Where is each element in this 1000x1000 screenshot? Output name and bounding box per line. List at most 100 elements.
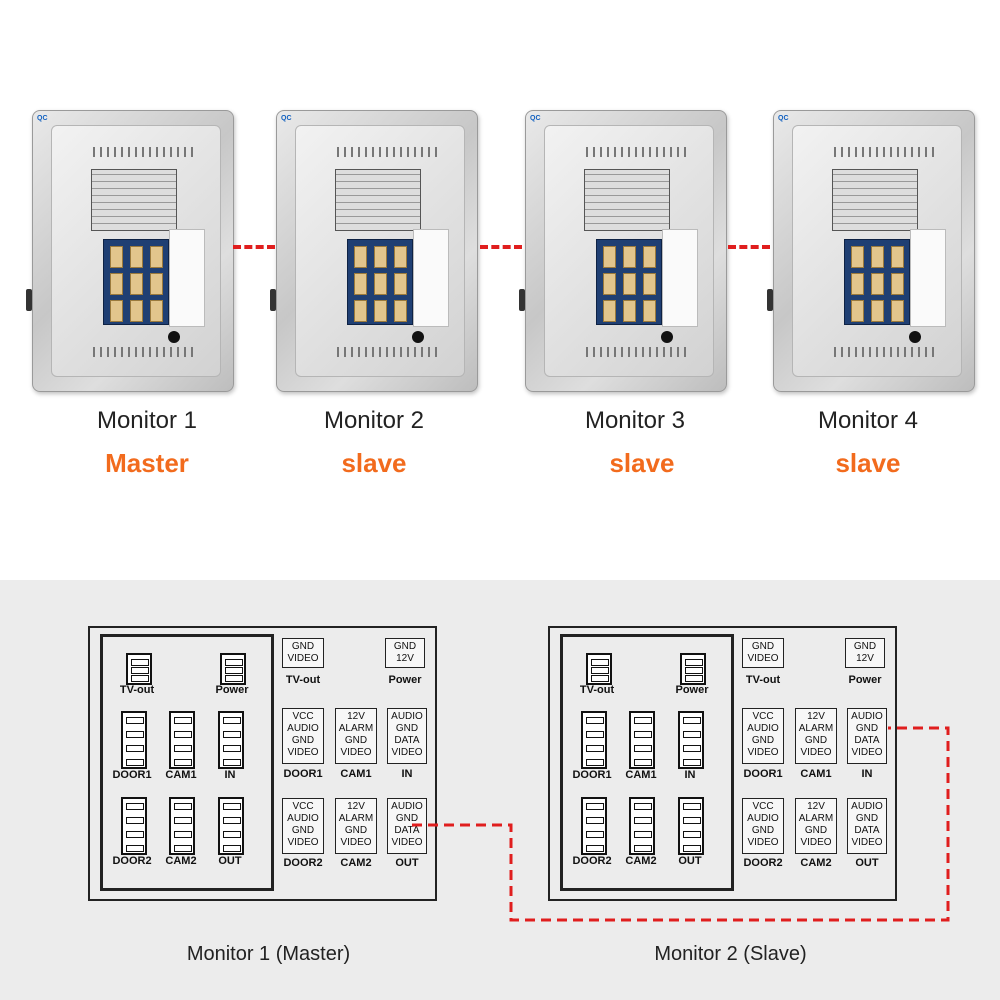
connector-pin: [130, 273, 143, 295]
label-door1-terminal: DOOR1: [283, 768, 323, 780]
label-in-terminal: IN: [861, 768, 873, 780]
monitor-3-image: QC: [519, 110, 727, 392]
terminal-line: GND: [344, 735, 368, 746]
label-power: Power: [675, 684, 709, 696]
connector-pin: [394, 273, 407, 295]
monitor-1-image: QC: [26, 110, 234, 392]
terminal-line: ALARM: [338, 723, 374, 734]
terminal-line: 12V: [856, 653, 874, 664]
connector-icon: [121, 797, 147, 855]
terminal-line: DATA: [854, 825, 880, 836]
terminal-line: GND: [393, 641, 417, 652]
connector-pin: [374, 273, 387, 295]
terminal-line: GND: [804, 735, 828, 746]
terminal-line: ALARM: [338, 813, 374, 824]
connector-pin: [871, 300, 884, 322]
connector-icon: [169, 797, 195, 855]
terminal-line: GND: [291, 825, 315, 836]
connector-pin: [891, 300, 904, 322]
connector-pin: [871, 273, 884, 295]
connector-icon: [629, 797, 655, 855]
connector-pin: [871, 246, 884, 268]
connector-icon: [586, 653, 612, 685]
connector-pin: [603, 273, 616, 295]
connector-pin: [891, 273, 904, 295]
connector-pin: [110, 246, 123, 268]
terminal-line: ALARM: [798, 723, 834, 734]
connector-pin: [623, 273, 636, 295]
monitor-3-name: Monitor 3: [584, 407, 686, 434]
label-cam2-terminal: CAM2: [340, 857, 372, 869]
connector-pin: [354, 246, 367, 268]
connector-pin: [623, 300, 636, 322]
label-cam2-terminal: CAM2: [800, 857, 832, 869]
terminal-sticker: [832, 169, 918, 231]
label-cam2: CAM2: [165, 855, 197, 867]
terminal-line: AUDIO: [851, 801, 883, 812]
monitor-4-name: Monitor 4: [817, 407, 919, 434]
terminal-line: AUDIO: [747, 813, 779, 824]
terminal-line: GND: [804, 825, 828, 836]
vent-bottom: [586, 347, 686, 357]
label-door2: DOOR2: [572, 855, 612, 867]
terminal-line: GND: [855, 813, 879, 824]
qc-logo-icon: QC: [37, 115, 48, 122]
connector-icon: [218, 797, 244, 855]
monitor-3-role: slave: [609, 448, 675, 478]
terminal-line: GND: [291, 735, 315, 746]
side-button: [26, 289, 32, 311]
connector-icon: [678, 711, 704, 769]
connector-pin: [110, 273, 123, 295]
connector-pin: [643, 246, 656, 268]
terminal-sticker: [91, 169, 177, 231]
terminal-line: 12V: [347, 711, 365, 722]
connector-pin: [150, 300, 163, 322]
connector-pin: [130, 300, 143, 322]
terminal-line: VIDEO: [340, 747, 372, 758]
connector-panel: [347, 239, 413, 325]
terminal-line: VIDEO: [800, 747, 832, 758]
vent-top: [93, 147, 193, 157]
connector-pin: [110, 300, 123, 322]
connector-pin: [603, 300, 616, 322]
label-cam1: CAM1: [165, 769, 197, 781]
link-1-2: [233, 245, 275, 249]
connector-pin: [891, 246, 904, 268]
terminal-line: 12V: [396, 653, 414, 664]
terminal-line: GND: [291, 641, 315, 652]
label-cam1-terminal: CAM1: [800, 768, 832, 780]
monitor-2-name: Monitor 2: [323, 407, 425, 434]
terminal-line: VIDEO: [340, 837, 372, 848]
vent-top: [834, 147, 934, 157]
label-power: Power: [215, 684, 249, 696]
label-power-terminal: Power: [388, 674, 422, 686]
connector-icon: [126, 653, 152, 685]
screw-hole: [412, 331, 424, 343]
terminal-line: GND: [751, 641, 775, 652]
label-door2: DOOR2: [112, 855, 152, 867]
qc-logo-icon: QC: [778, 115, 789, 122]
connector-pin: [374, 246, 387, 268]
label-out: OUT: [678, 855, 702, 867]
terminal-line: AUDIO: [287, 813, 319, 824]
connector-icon: [629, 711, 655, 769]
screw-hole: [661, 331, 673, 343]
label-cam2: CAM2: [625, 855, 657, 867]
terminal-line: AUDIO: [747, 723, 779, 734]
spec-label: [413, 229, 449, 327]
label-door2-terminal: DOOR2: [743, 857, 783, 869]
connector-pin: [394, 246, 407, 268]
terminal-line: 12V: [347, 801, 365, 812]
monitor-4-role: slave: [835, 448, 901, 478]
connector-pin: [374, 300, 387, 322]
